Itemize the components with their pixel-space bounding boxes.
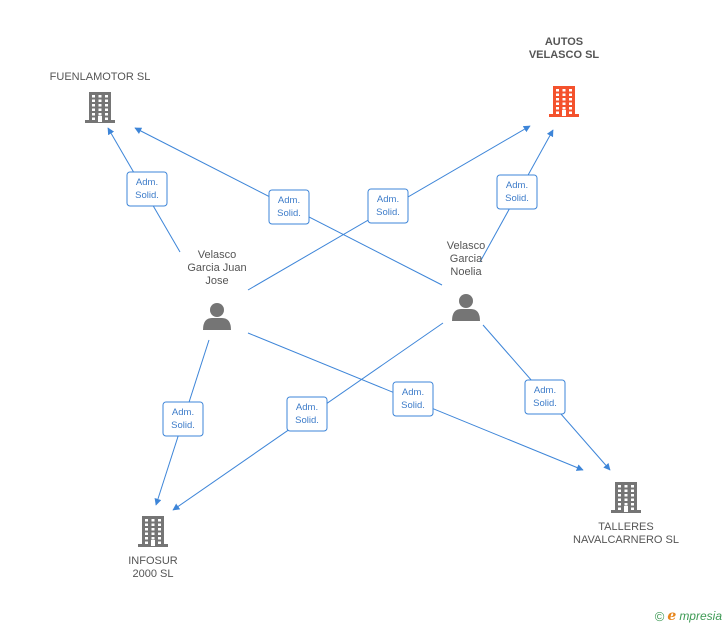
person-icon	[203, 303, 231, 330]
relation-edge: Adm. Solid.	[107, 127, 181, 253]
relation-label-text: Adm.	[506, 180, 528, 191]
relation-label-text: Adm.	[377, 194, 399, 205]
person-icon	[452, 294, 480, 321]
relation-label-border	[268, 189, 310, 225]
building-icon	[85, 92, 115, 123]
relation-edge: Adm. Solid.	[172, 322, 444, 511]
building-icon	[138, 516, 168, 547]
relation-label-box[interactable]: Adm. Solid.	[268, 189, 310, 225]
relation-label-border	[524, 379, 566, 415]
relation-label-border	[126, 171, 168, 207]
relation-label-border	[162, 401, 204, 437]
relation-label-text: Solid.	[135, 190, 159, 201]
person-name[interactable]: Garcia Juan	[187, 262, 246, 274]
relation-label-border	[286, 396, 328, 432]
relation-label-box[interactable]: Adm. Solid.	[392, 381, 434, 417]
person-name[interactable]: Jose	[205, 275, 228, 287]
company-name[interactable]: INFOSUR	[128, 555, 178, 567]
relation-label-box[interactable]: Adm. Solid.	[126, 171, 168, 207]
relation-edge: Adm. Solid.	[479, 129, 554, 263]
relation-label-text: Solid.	[295, 415, 319, 426]
relation-edge: Adm. Solid.	[134, 127, 443, 286]
building-icon	[611, 482, 641, 513]
relation-label-text: Solid.	[171, 420, 195, 431]
company-name[interactable]: NAVALCARNERO SL	[573, 534, 679, 546]
copyright-symbol: ©	[654, 608, 665, 624]
relation-edge: Adm. Solid.	[482, 324, 611, 471]
person-name[interactable]: Velasco	[198, 249, 237, 261]
relation-label-text: Solid.	[376, 207, 400, 218]
relation-label-text: Solid.	[401, 400, 425, 411]
person-name[interactable]: Garcia	[450, 253, 483, 265]
company-name[interactable]: FUENLAMOTOR SL	[50, 71, 151, 83]
relation-edge: Adm. Solid.	[247, 332, 584, 471]
relation-label-box[interactable]: Adm. Solid.	[524, 379, 566, 415]
relation-label-text: Solid.	[533, 398, 557, 409]
relation-label-border	[496, 174, 538, 210]
person-name[interactable]: Velasco	[447, 240, 486, 252]
brand-logo-initial: e	[667, 608, 677, 624]
building-icon	[549, 86, 579, 117]
person-name[interactable]: Noelia	[450, 266, 482, 278]
company-name[interactable]: AUTOS	[545, 36, 583, 48]
company-node-fuenlamotor[interactable]: FUENLAMOTOR SL	[50, 71, 151, 123]
relation-label-text: Adm.	[534, 385, 556, 396]
relation-label-box[interactable]: Adm. Solid.	[162, 401, 204, 437]
relation-label-text: Solid.	[505, 193, 529, 204]
company-name[interactable]: 2000 SL	[133, 568, 174, 580]
relation-label-border	[392, 381, 434, 417]
relation-edge: Adm. Solid.	[247, 125, 531, 291]
relation-label-text: Adm.	[172, 407, 194, 418]
relation-label-box[interactable]: Adm. Solid.	[496, 174, 538, 210]
relation-label-text: Solid.	[277, 208, 301, 219]
relation-label-text: Adm.	[296, 402, 318, 413]
company-name[interactable]: TALLERES	[598, 521, 653, 533]
relation-label-border	[367, 188, 409, 224]
brand-logo-text: mpresia	[679, 609, 722, 623]
relation-label-box[interactable]: Adm. Solid.	[286, 396, 328, 432]
relationship-graph: Adm. Solid. Adm. Solid. Adm. Solid. Adm. Solid.…	[50, 36, 679, 580]
relation-label-text: Adm.	[136, 177, 158, 188]
relation-label-text: Adm.	[278, 195, 300, 206]
relation-edge: Adm. Solid.	[154, 339, 210, 506]
company-name[interactable]: VELASCO SL	[529, 49, 600, 61]
relation-label-box[interactable]: Adm. Solid.	[367, 188, 409, 224]
relation-label-text: Adm.	[402, 387, 424, 398]
